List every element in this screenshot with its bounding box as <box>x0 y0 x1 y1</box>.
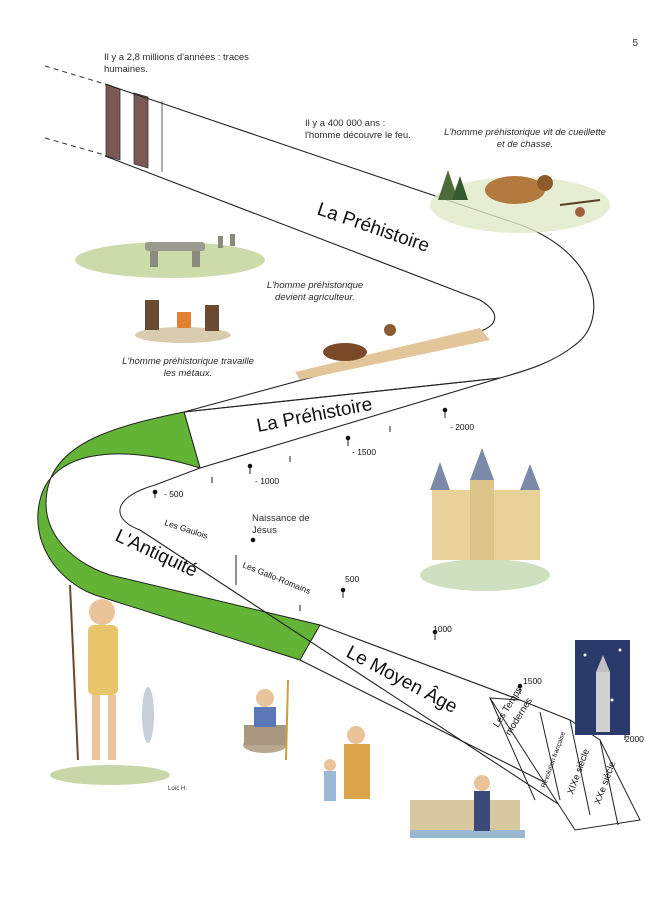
tick-label-1000: 1000 <box>433 624 452 634</box>
king-illustration <box>324 726 370 801</box>
illustration-signature: Loïc H. <box>168 786 187 792</box>
note-hunting-gathering: L'homme préhistorique vit de cueillette … <box>444 127 606 150</box>
ploughing-illustration <box>295 324 490 380</box>
tick-label-m2000: - 2000 <box>450 422 474 432</box>
tick-label-1500: 1500 <box>523 676 542 686</box>
castle-illustration <box>420 448 550 591</box>
modern-div-3 <box>569 719 591 816</box>
band-middle-top <box>183 377 501 413</box>
stripe-1 <box>105 83 121 161</box>
tick-dots <box>152 407 628 735</box>
modern-div-1 <box>489 697 536 801</box>
page-number: 5 <box>632 38 638 49</box>
tick-label-m1000: - 1000 <box>255 476 279 486</box>
note-fire-discovery: Il y a 400 000 ans : l'homme découvre le… <box>305 118 411 141</box>
band-label-prehistory-upper: La Préhistoire <box>314 199 432 257</box>
antiquity-band <box>37 411 321 661</box>
label-gauls: Les Gaulois <box>163 517 209 540</box>
metalworkers-illustration <box>135 300 231 343</box>
band-upper-outer <box>104 83 595 413</box>
note-metalworking: L'homme préhistorique travaille les méta… <box>122 356 254 379</box>
tick-label-m500: - 500 <box>164 489 184 499</box>
band-lower-bottom <box>299 659 561 791</box>
label-gallo-romans: Les Gallo-Romains <box>241 560 312 596</box>
stripe-2 <box>133 92 149 169</box>
band-lower-inner <box>139 529 576 816</box>
versailles-illustration <box>410 775 525 838</box>
tick-label-500: 500 <box>345 574 359 584</box>
dolmen-illustration <box>75 234 265 278</box>
note-birth-of-jesus: Naissance de Jésus <box>252 513 310 536</box>
tick-label-2000: 2000 <box>625 734 644 744</box>
rocket-illustration <box>575 640 630 735</box>
band-middle-bottom <box>199 377 501 469</box>
modern-div-2 <box>539 711 561 801</box>
baptism-illustration <box>243 679 289 761</box>
band-label-middle-ages: Le Moyen Âge <box>343 641 462 718</box>
note-farmer: L'homme préhistorique devient agriculteu… <box>266 280 364 303</box>
tick-label-m1500: - 1500 <box>352 447 376 457</box>
dashed-lead-top <box>44 65 106 85</box>
dashed-lead-bottom <box>44 137 106 156</box>
band-label-prehistory-lower: La Préhistoire <box>255 394 374 437</box>
modern-div-4 <box>599 739 619 826</box>
note-human-traces: Il y a 2,8 millions d'années : traces hu… <box>104 52 249 75</box>
inner-curve <box>119 467 201 531</box>
band-lower-top <box>319 624 521 701</box>
hunting-illustration <box>430 170 610 233</box>
gaul-warrior-illustration: Loïc H. <box>50 584 187 792</box>
tick-marks <box>154 410 626 740</box>
